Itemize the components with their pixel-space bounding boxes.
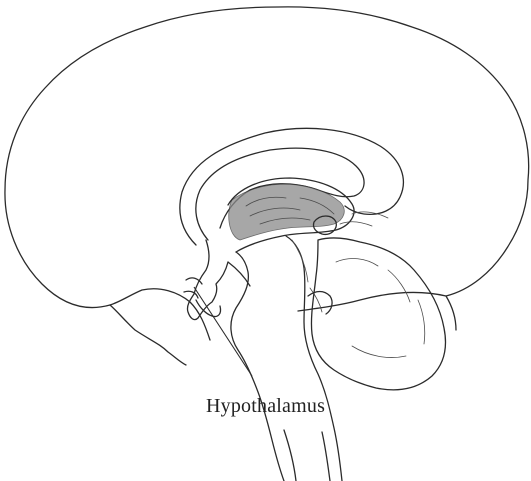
cerebrum-outline <box>5 7 529 340</box>
brainstem-outline <box>231 252 284 481</box>
spinal-cord-right <box>322 432 330 481</box>
cerebellum-outline <box>311 238 445 390</box>
occipital-lower-outline <box>446 296 456 330</box>
spinal-cord-left <box>284 430 296 481</box>
temporal-lobe-outline <box>110 305 186 365</box>
brainstem-posterior <box>286 236 342 481</box>
hypothalamus-label: Hypothalamus <box>206 395 325 418</box>
cerebellum-folia <box>336 259 425 358</box>
hypothalamus-leader-line <box>194 287 252 376</box>
